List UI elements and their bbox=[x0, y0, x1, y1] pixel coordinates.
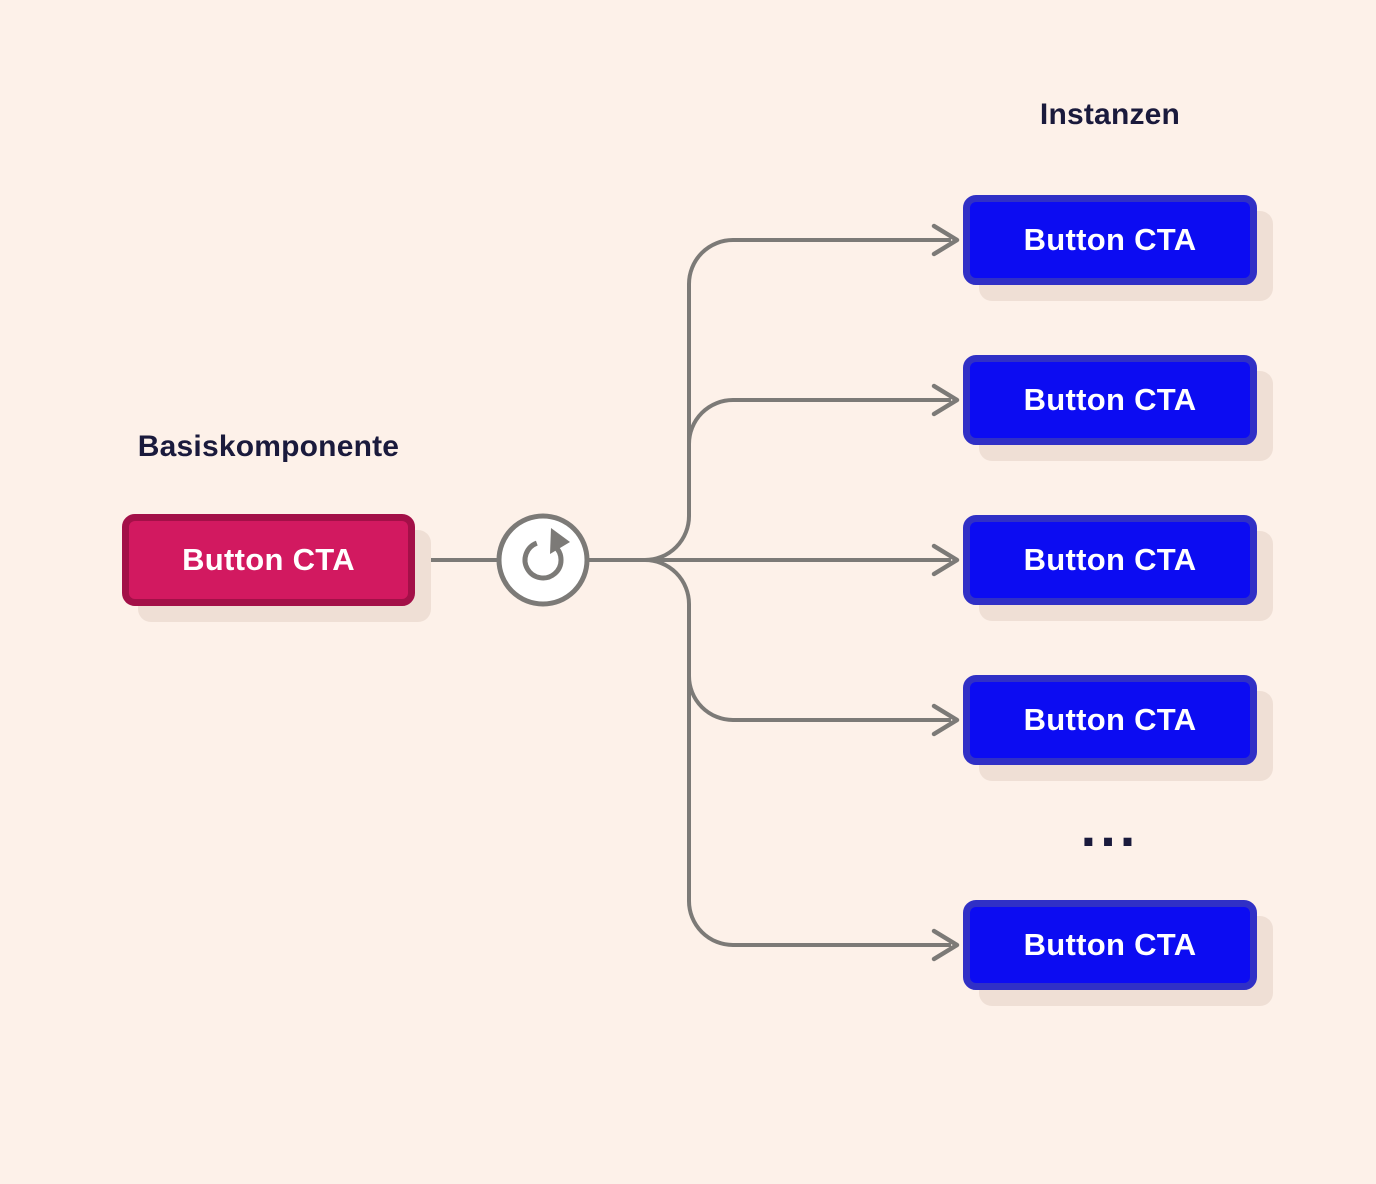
instance-button-4: Button CTA bbox=[963, 675, 1257, 765]
rotate-icon-circle bbox=[496, 513, 590, 607]
connector-branch-1 bbox=[644, 238, 951, 562]
arrowhead-icon-3 bbox=[931, 543, 960, 577]
connector-branch-5 bbox=[644, 558, 951, 947]
instance-button-2-label: Button CTA bbox=[1023, 382, 1197, 417]
more-instances-ellipsis: ... bbox=[1080, 795, 1140, 858]
instance-button-5-label: Button CTA bbox=[1023, 927, 1197, 962]
arrowhead-icon-5 bbox=[931, 928, 960, 962]
instance-button-5: Button CTA bbox=[963, 900, 1257, 990]
instance-button-3: Button CTA bbox=[963, 515, 1257, 605]
instance-button-1-label: Button CTA bbox=[1023, 222, 1197, 257]
arrowhead-icons bbox=[931, 223, 960, 962]
base-component-button-label: Button CTA bbox=[182, 542, 355, 577]
base-component-heading: Basiskomponente bbox=[137, 430, 400, 463]
base-component-button: Button CTA bbox=[122, 514, 415, 606]
instance-button-4-label: Button CTA bbox=[1023, 702, 1197, 737]
arrowhead-icon-2 bbox=[931, 383, 960, 417]
instances-heading: Instanzen bbox=[1039, 98, 1181, 131]
arrowhead-icon-1 bbox=[931, 223, 960, 257]
instance-button-1: Button CTA bbox=[963, 195, 1257, 285]
connector-lines bbox=[417, 238, 951, 947]
rotate-clockwise-icon bbox=[496, 513, 590, 607]
instance-button-2: Button CTA bbox=[963, 355, 1257, 445]
rotate-icon-arrowhead bbox=[550, 528, 570, 554]
rotate-icon-arc bbox=[522, 540, 564, 581]
connector-branch-4 bbox=[687, 675, 951, 722]
arrowhead-icon-4 bbox=[931, 703, 960, 737]
instance-button-3-label: Button CTA bbox=[1023, 542, 1197, 577]
connector-branch-2 bbox=[687, 398, 951, 445]
